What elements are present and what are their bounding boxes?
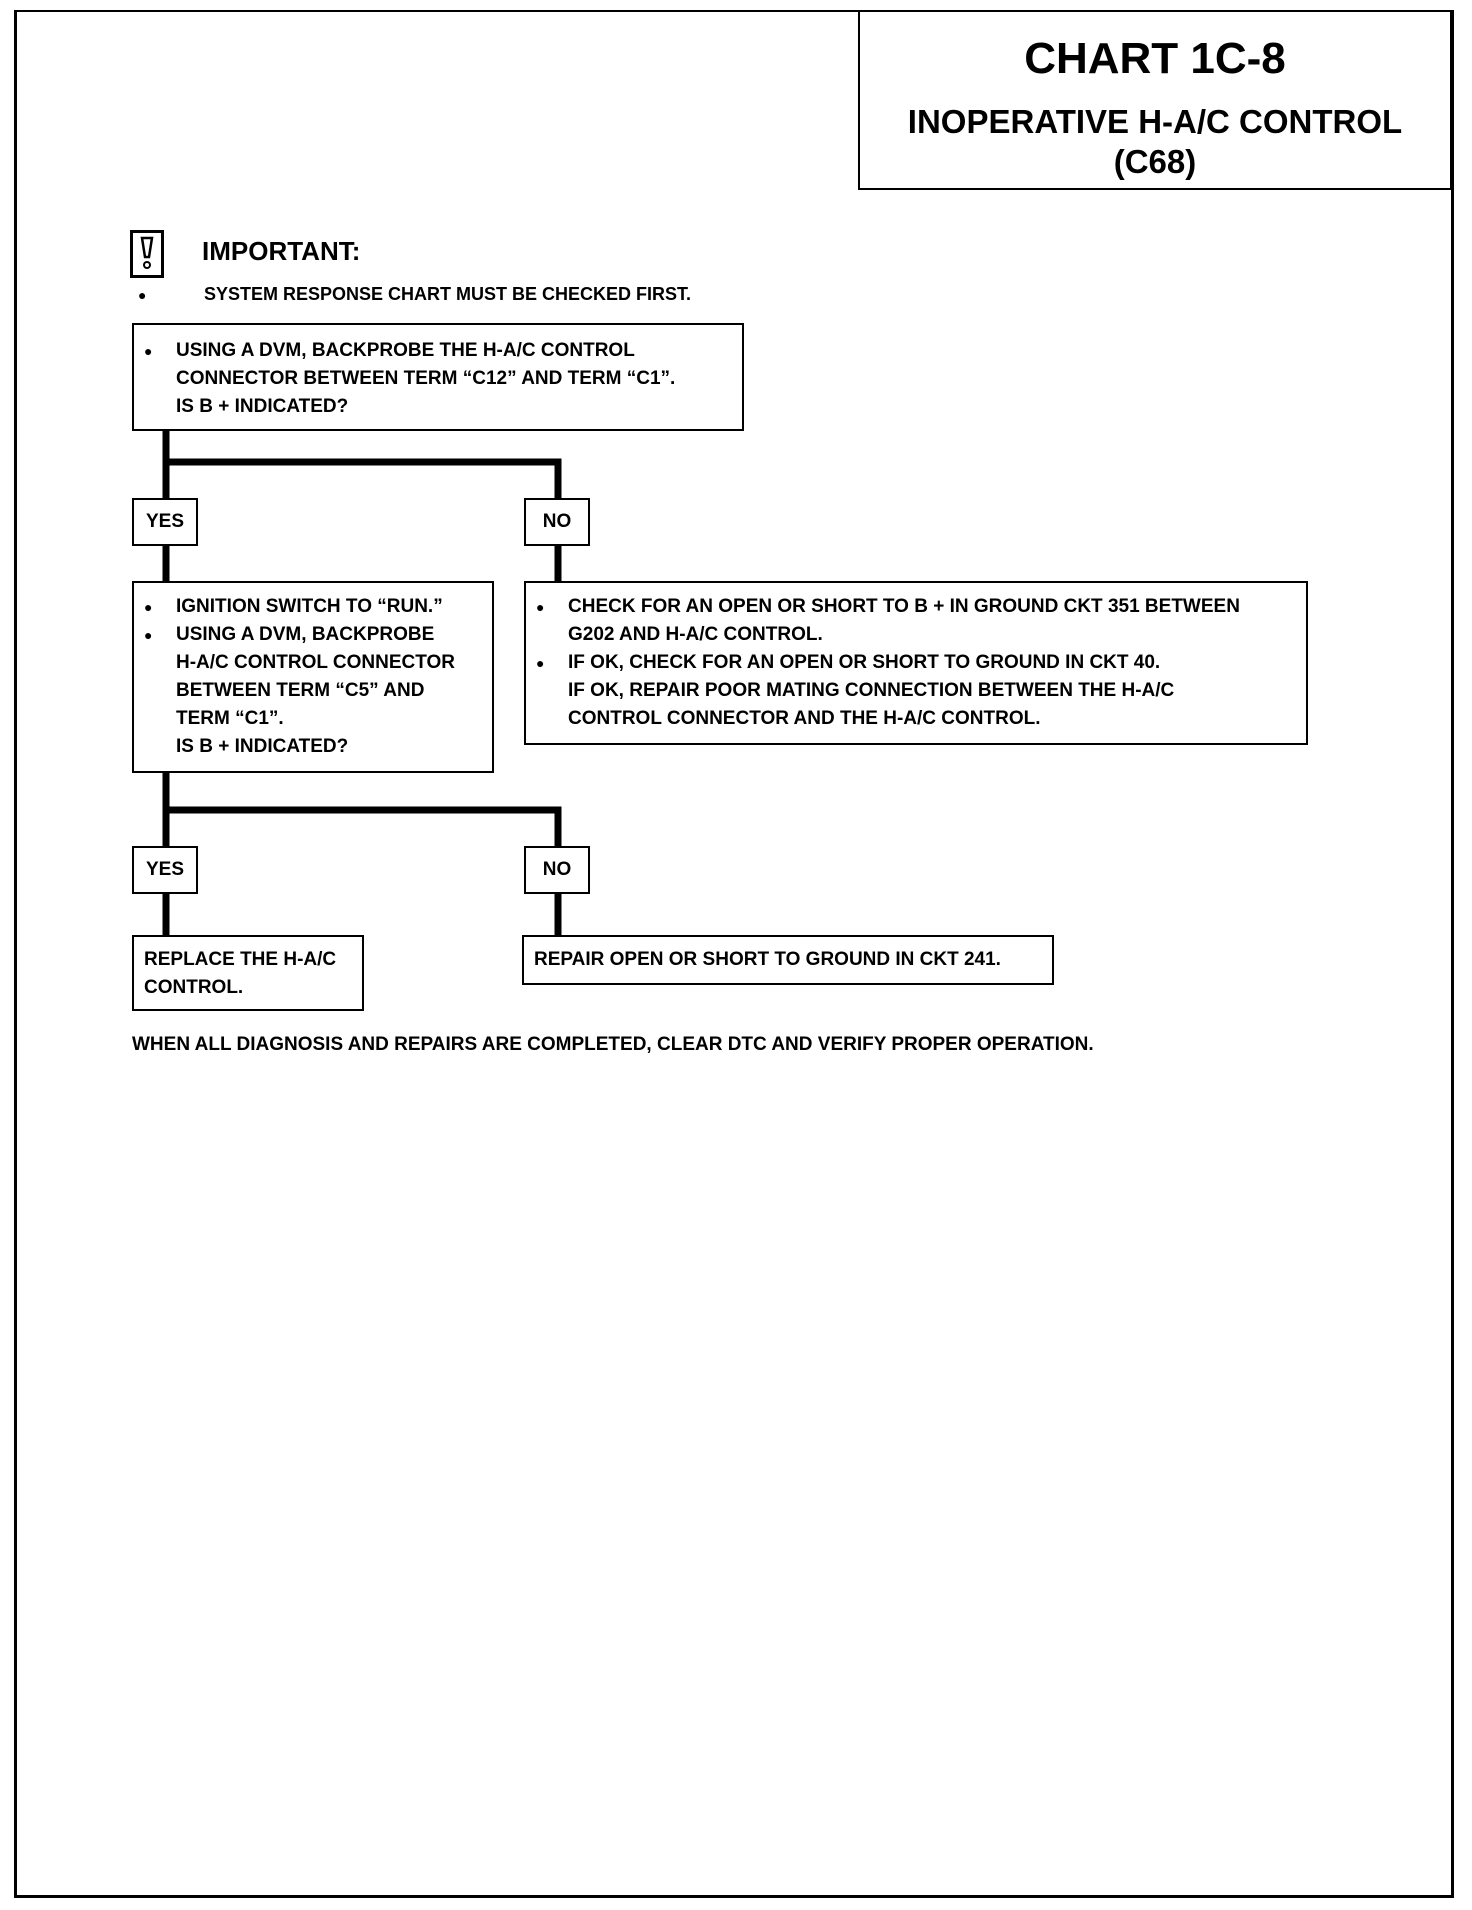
bullet-icon: ● (138, 287, 147, 303)
step2-yes-item2-line5: IS B + INDICATED? (176, 736, 349, 757)
step2-yes-item2-line1: USING A DVM, BACKPROBE (176, 624, 435, 645)
step2-no-item1-line2: G202 AND H-A/C CONTROL. (568, 624, 823, 645)
step2-no-item2-line3: CONTROL CONNECTOR AND THE H-A/C CONTROL. (568, 708, 1041, 729)
step2-no-item1-line1: CHECK FOR AN OPEN OR SHORT TO B + IN GRO… (568, 596, 1240, 617)
step1-line2: CONNECTOR BETWEEN TERM “C12” AND TERM “C… (176, 368, 676, 389)
title-box: CHART 1C-8 INOPERATIVE H-A/C CONTROL (C6… (858, 10, 1452, 190)
important-note: ● SYSTEM RESPONSE CHART MUST BE CHECKED F… (138, 284, 691, 305)
yes-label-2: YES (132, 846, 198, 894)
page-border (14, 10, 1454, 1898)
chart-subtitle-line2: (C68) (1113, 143, 1197, 180)
no-label-2: NO (524, 846, 590, 894)
step1-box: USING A DVM, BACKPROBE THE H-A/C CONTROL… (132, 323, 744, 431)
repair-ckt241-box: REPAIR OPEN OR SHORT TO GROUND IN CKT 24… (522, 935, 1054, 985)
step2-yes-item1-text: IGNITION SWITCH TO “RUN.” (176, 596, 443, 617)
step2-no-item2-line1: IF OK, CHECK FOR AN OPEN OR SHORT TO GRO… (568, 652, 1161, 673)
step2-yes-item2: USING A DVM, BACKPROBE H-A/C CONTROL CON… (134, 621, 492, 761)
no-label-1: NO (524, 498, 590, 546)
yes-label-1: YES (132, 498, 198, 546)
step2-no-item2-line2: IF OK, REPAIR POOR MATING CONNECTION BET… (568, 680, 1175, 701)
caution-icon (130, 230, 164, 278)
chart-subtitle-line1: INOPERATIVE H-A/C CONTROL (907, 103, 1403, 140)
step1-item: USING A DVM, BACKPROBE THE H-A/C CONTROL… (134, 337, 742, 421)
step2-yes-box: IGNITION SWITCH TO “RUN.” USING A DVM, B… (132, 581, 494, 773)
important-note-text: SYSTEM RESPONSE CHART MUST BE CHECKED FI… (204, 284, 692, 304)
repair-ckt241-text: REPAIR OPEN OR SHORT TO GROUND IN CKT 24… (534, 949, 1001, 970)
step2-no-item1: CHECK FOR AN OPEN OR SHORT TO B + IN GRO… (526, 593, 1306, 649)
chart-subtitle: INOPERATIVE H-A/C CONTROL (C68) (860, 102, 1450, 182)
footer-note: WHEN ALL DIAGNOSIS AND REPAIRS ARE COMPL… (132, 1034, 1094, 1055)
step2-yes-item2-line2: H-A/C CONTROL CONNECTOR (176, 652, 456, 673)
step2-yes-item2-line3: BETWEEN TERM “C5” AND (176, 680, 425, 701)
step2-no-box: CHECK FOR AN OPEN OR SHORT TO B + IN GRO… (524, 581, 1308, 745)
chart-title: CHART 1C-8 (1024, 34, 1286, 83)
replace-control-line2: CONTROL. (144, 977, 244, 998)
replace-control-box: REPLACE THE H-A/C CONTROL. (132, 935, 364, 1011)
step1-line1: USING A DVM, BACKPROBE THE H-A/C CONTROL (176, 340, 635, 361)
step2-yes-item1: IGNITION SWITCH TO “RUN.” (134, 593, 492, 621)
step2-no-item2: IF OK, CHECK FOR AN OPEN OR SHORT TO GRO… (526, 649, 1306, 733)
important-label: IMPORTANT: (202, 236, 361, 266)
step1-line3: IS B + INDICATED? (176, 396, 349, 417)
replace-control-line1: REPLACE THE H-A/C (144, 949, 337, 970)
step2-yes-item2-line4: TERM “C1”. (176, 708, 284, 729)
